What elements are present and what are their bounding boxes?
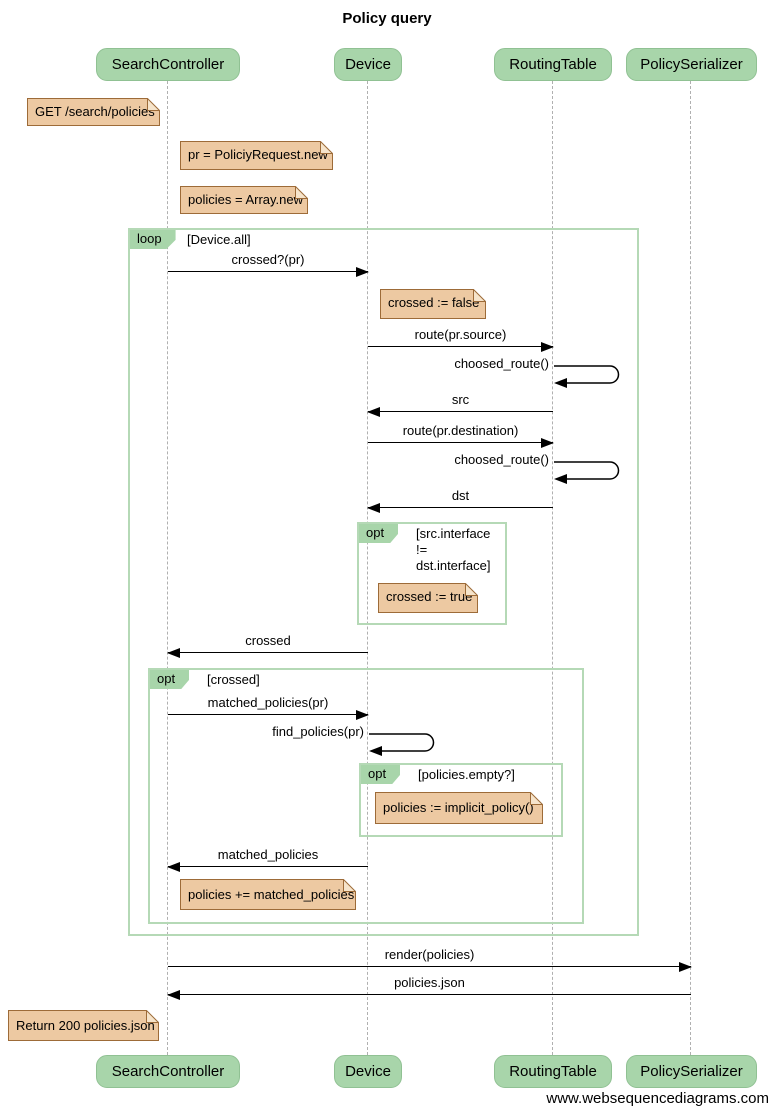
arrow-line bbox=[368, 411, 553, 412]
lifeline-searchcontroller bbox=[167, 81, 168, 1055]
arrow-line bbox=[168, 714, 368, 715]
fragment-loop-device-all: loop [Device.all] bbox=[128, 228, 639, 936]
message-crossed: crossed bbox=[167, 633, 368, 658]
lifeline-routingtable bbox=[552, 81, 553, 1055]
note-text: Return 200 policies.json bbox=[16, 1018, 155, 1033]
message-choosed-route-2: choosed_route() bbox=[454, 452, 549, 467]
message-label: render(policies) bbox=[384, 947, 475, 962]
message-route-destination: route(pr.destination) bbox=[368, 423, 554, 448]
watermark-websequencediagrams: www.websequencediagrams.com bbox=[546, 1090, 769, 1107]
message-render-policies: render(policies) bbox=[168, 947, 692, 972]
actor-routingtable-bottom: RoutingTable bbox=[494, 1055, 612, 1088]
arrowhead-right-icon bbox=[356, 267, 369, 277]
actor-searchcontroller-bottom: SearchController bbox=[96, 1055, 240, 1088]
message-label: crossed?(pr) bbox=[231, 252, 305, 267]
note-text: policies = Array.new bbox=[188, 192, 304, 207]
note-text: crossed := true bbox=[386, 589, 473, 604]
message-label: route(pr.destination) bbox=[402, 423, 519, 438]
arrow-line bbox=[168, 652, 368, 653]
note-get-search-policies: GET /search/policies bbox=[27, 98, 160, 126]
arrowhead-left-icon bbox=[167, 862, 180, 872]
note-policies-plus-matched: policies += matched_policies bbox=[180, 879, 356, 910]
arrowhead-right-icon bbox=[356, 710, 369, 720]
self-call-arrow-icon bbox=[554, 365, 620, 388]
self-call-arrow-icon bbox=[369, 733, 435, 756]
note-fold-icon bbox=[343, 879, 356, 892]
message-crossed-pr: crossed?(pr) bbox=[168, 252, 369, 277]
arrow-line bbox=[168, 994, 691, 995]
arrow-line bbox=[168, 271, 368, 272]
arrow-line bbox=[368, 442, 553, 443]
message-label: matched_policies bbox=[217, 847, 319, 862]
diagram-title: Policy query bbox=[342, 10, 432, 27]
arrow-line bbox=[168, 966, 691, 967]
actor-policyserializer-bottom: PolicySerializer bbox=[626, 1055, 757, 1088]
message-src: src bbox=[367, 392, 553, 417]
actor-device-top: Device bbox=[334, 48, 402, 81]
fragment-opt-interface-condition: [src.interface != dst.interface] bbox=[416, 526, 491, 573]
message-route-source: route(pr.source) bbox=[368, 327, 554, 352]
note-fold-icon bbox=[320, 141, 333, 154]
arrow-line bbox=[368, 507, 553, 508]
note-fold-icon bbox=[473, 289, 486, 302]
message-label: crossed bbox=[245, 633, 291, 648]
fragment-opt-policies-empty-operator: opt bbox=[361, 765, 401, 784]
fragment-opt-crossed-condition: [crossed] bbox=[207, 672, 260, 687]
fragment-loop-condition: [Device.all] bbox=[187, 232, 251, 247]
arrow-line bbox=[168, 866, 368, 867]
note-text: policies += matched_policies bbox=[188, 887, 355, 902]
message-label: matched_policies(pr) bbox=[207, 695, 329, 710]
lifeline-device bbox=[367, 81, 368, 1055]
fragment-opt-policies-empty-condition: [policies.empty?] bbox=[418, 767, 515, 782]
message-policies-json: policies.json bbox=[167, 975, 691, 1000]
note-text: crossed := false bbox=[388, 295, 480, 310]
note-fold-icon bbox=[146, 1010, 159, 1023]
message-label: route(pr.source) bbox=[414, 327, 507, 342]
note-crossed-true: crossed := true bbox=[378, 583, 478, 613]
actor-device-bottom: Device bbox=[334, 1055, 402, 1088]
arrowhead-right-icon bbox=[541, 342, 554, 352]
actor-routingtable-top: RoutingTable bbox=[494, 48, 612, 81]
actor-searchcontroller-top: SearchController bbox=[96, 48, 240, 81]
message-matched-policies-return: matched_policies bbox=[167, 847, 368, 872]
arrowhead-left-icon bbox=[367, 407, 380, 417]
message-matched-policies-call: matched_policies(pr) bbox=[168, 695, 369, 720]
self-call-arrow-icon bbox=[554, 461, 620, 484]
arrow-line bbox=[368, 346, 553, 347]
note-crossed-false: crossed := false bbox=[380, 289, 486, 319]
message-find-policies: find_policies(pr) bbox=[272, 724, 364, 739]
note-text: GET /search/policies bbox=[35, 104, 155, 119]
note-fold-icon bbox=[530, 792, 543, 805]
note-fold-icon bbox=[465, 583, 478, 596]
actor-policyserializer-top: PolicySerializer bbox=[626, 48, 757, 81]
arrowhead-left-icon bbox=[367, 503, 380, 513]
fragment-opt-interface: opt [src.interface != dst.interface] bbox=[357, 522, 507, 625]
note-pr-policyrequest-new: pr = PoliciyRequest.new bbox=[180, 141, 333, 170]
fragment-opt-crossed: opt [crossed] bbox=[148, 668, 584, 924]
fragment-opt-crossed-operator: opt bbox=[150, 670, 190, 689]
note-return-200-policies-json: Return 200 policies.json bbox=[8, 1010, 159, 1041]
fragment-opt-policies-empty: opt [policies.empty?] bbox=[359, 763, 563, 837]
message-dst: dst bbox=[367, 488, 553, 513]
note-policies-implicit-policy: policies := implicit_policy() bbox=[375, 792, 543, 824]
note-policies-array-new: policies = Array.new bbox=[180, 186, 308, 214]
arrowhead-left-icon bbox=[167, 648, 180, 658]
message-choosed-route-1: choosed_route() bbox=[454, 356, 549, 371]
note-text: pr = PoliciyRequest.new bbox=[188, 147, 328, 162]
fragment-loop-operator: loop bbox=[130, 230, 176, 249]
note-text: policies := implicit_policy() bbox=[383, 800, 534, 815]
note-fold-icon bbox=[147, 98, 160, 111]
message-label: src bbox=[451, 392, 470, 407]
arrowhead-right-icon bbox=[679, 962, 692, 972]
message-label: policies.json bbox=[394, 975, 465, 990]
message-label: dst bbox=[451, 488, 470, 503]
fragment-opt-interface-operator: opt bbox=[359, 524, 399, 543]
arrowhead-left-icon bbox=[167, 990, 180, 1000]
lifeline-policyserializer bbox=[690, 81, 691, 1055]
note-fold-icon bbox=[295, 186, 308, 199]
arrowhead-right-icon bbox=[541, 438, 554, 448]
